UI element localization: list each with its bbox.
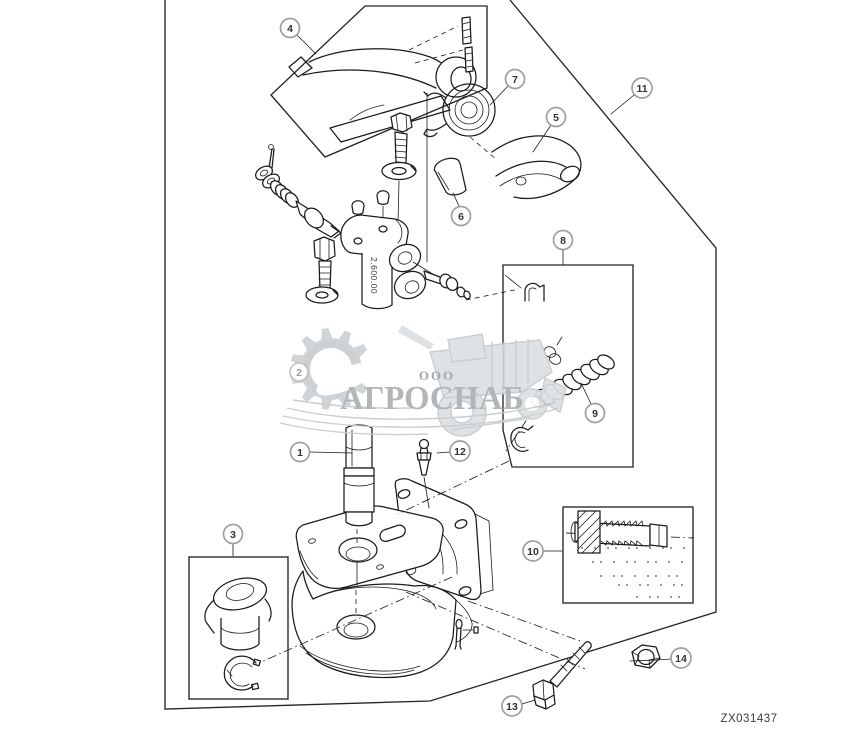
main-bracket-part xyxy=(291,478,494,679)
svg-text:10: 10 xyxy=(527,546,539,558)
callout-6[interactable]: 6 xyxy=(450,205,472,227)
centerlines xyxy=(258,460,586,670)
svg-text:2: 2 xyxy=(296,367,302,379)
callout-leaders xyxy=(232,34,672,705)
callout-3[interactable]: 3 xyxy=(222,523,244,545)
svg-text:14: 14 xyxy=(675,653,687,665)
watermark-prefix: ООО xyxy=(419,368,455,383)
cylinder-assembly: 2.600.00 xyxy=(340,190,409,310)
callout-13[interactable]: 13 xyxy=(501,695,523,717)
callout-9[interactable]: 9 xyxy=(584,402,606,424)
hex-bolt-part xyxy=(532,641,592,710)
small-cotter-pin xyxy=(454,618,479,650)
callout-12[interactable]: 12 xyxy=(449,440,471,462)
tractor-watermark xyxy=(398,325,567,437)
watermark-name: АГРОСНАБ xyxy=(340,380,524,417)
hook-clip-part xyxy=(510,425,534,453)
callout-14[interactable]: 14 xyxy=(670,647,692,669)
retainer-clip-part xyxy=(504,274,545,302)
swoosh-watermark xyxy=(279,399,559,436)
svg-text:8: 8 xyxy=(560,235,566,247)
hex-bolt-mid xyxy=(305,236,339,304)
gear-watermark xyxy=(290,328,376,410)
lock-handle-part xyxy=(491,135,582,200)
cotter-washer-spring-link xyxy=(255,144,342,239)
detail-box-8 xyxy=(502,264,634,468)
callout-5[interactable]: 5 xyxy=(545,106,567,128)
svg-text:3: 3 xyxy=(230,529,236,541)
svg-text:6: 6 xyxy=(458,211,464,223)
part-code-label: ZX031437 xyxy=(720,713,777,725)
svg-text:12: 12 xyxy=(454,446,466,458)
detail-box-10 xyxy=(562,506,694,604)
watermark: ООО АГРОСНАБ xyxy=(279,325,567,437)
svg-text:5: 5 xyxy=(553,112,559,124)
callout-1[interactable]: 1 xyxy=(289,441,311,463)
callout-11[interactable]: 11 xyxy=(631,77,653,99)
callout-10[interactable]: 10 xyxy=(522,540,544,562)
svg-text:4: 4 xyxy=(287,23,293,35)
roller-bolt-set xyxy=(388,243,520,301)
callout-7[interactable]: 7 xyxy=(504,68,526,90)
adjust-bolt-washer xyxy=(381,112,417,225)
dowel-pins xyxy=(408,16,474,73)
torsion-spring-part xyxy=(423,83,498,161)
svg-text:11: 11 xyxy=(636,83,647,95)
svg-text:7: 7 xyxy=(512,74,518,86)
callout-4[interactable]: 4 xyxy=(279,17,301,39)
snap-ring-part xyxy=(223,655,262,691)
cylinder-marking: 2.600.00 xyxy=(369,257,379,294)
cap-part xyxy=(204,577,272,651)
svg-text:9: 9 xyxy=(592,408,598,420)
callout-8[interactable]: 8 xyxy=(552,229,574,251)
roll-pin-part xyxy=(565,510,695,598)
detail-box-3 xyxy=(188,556,289,700)
svg-text:1: 1 xyxy=(297,447,303,459)
bushing-part xyxy=(433,157,467,196)
callout-2[interactable]: 2 xyxy=(289,362,309,382)
svg-text:13: 13 xyxy=(506,701,518,713)
pivot-pin-part xyxy=(343,424,375,545)
spray-dots xyxy=(581,547,685,598)
hex-nut-part xyxy=(629,644,661,669)
grease-fitting-part xyxy=(416,438,432,509)
